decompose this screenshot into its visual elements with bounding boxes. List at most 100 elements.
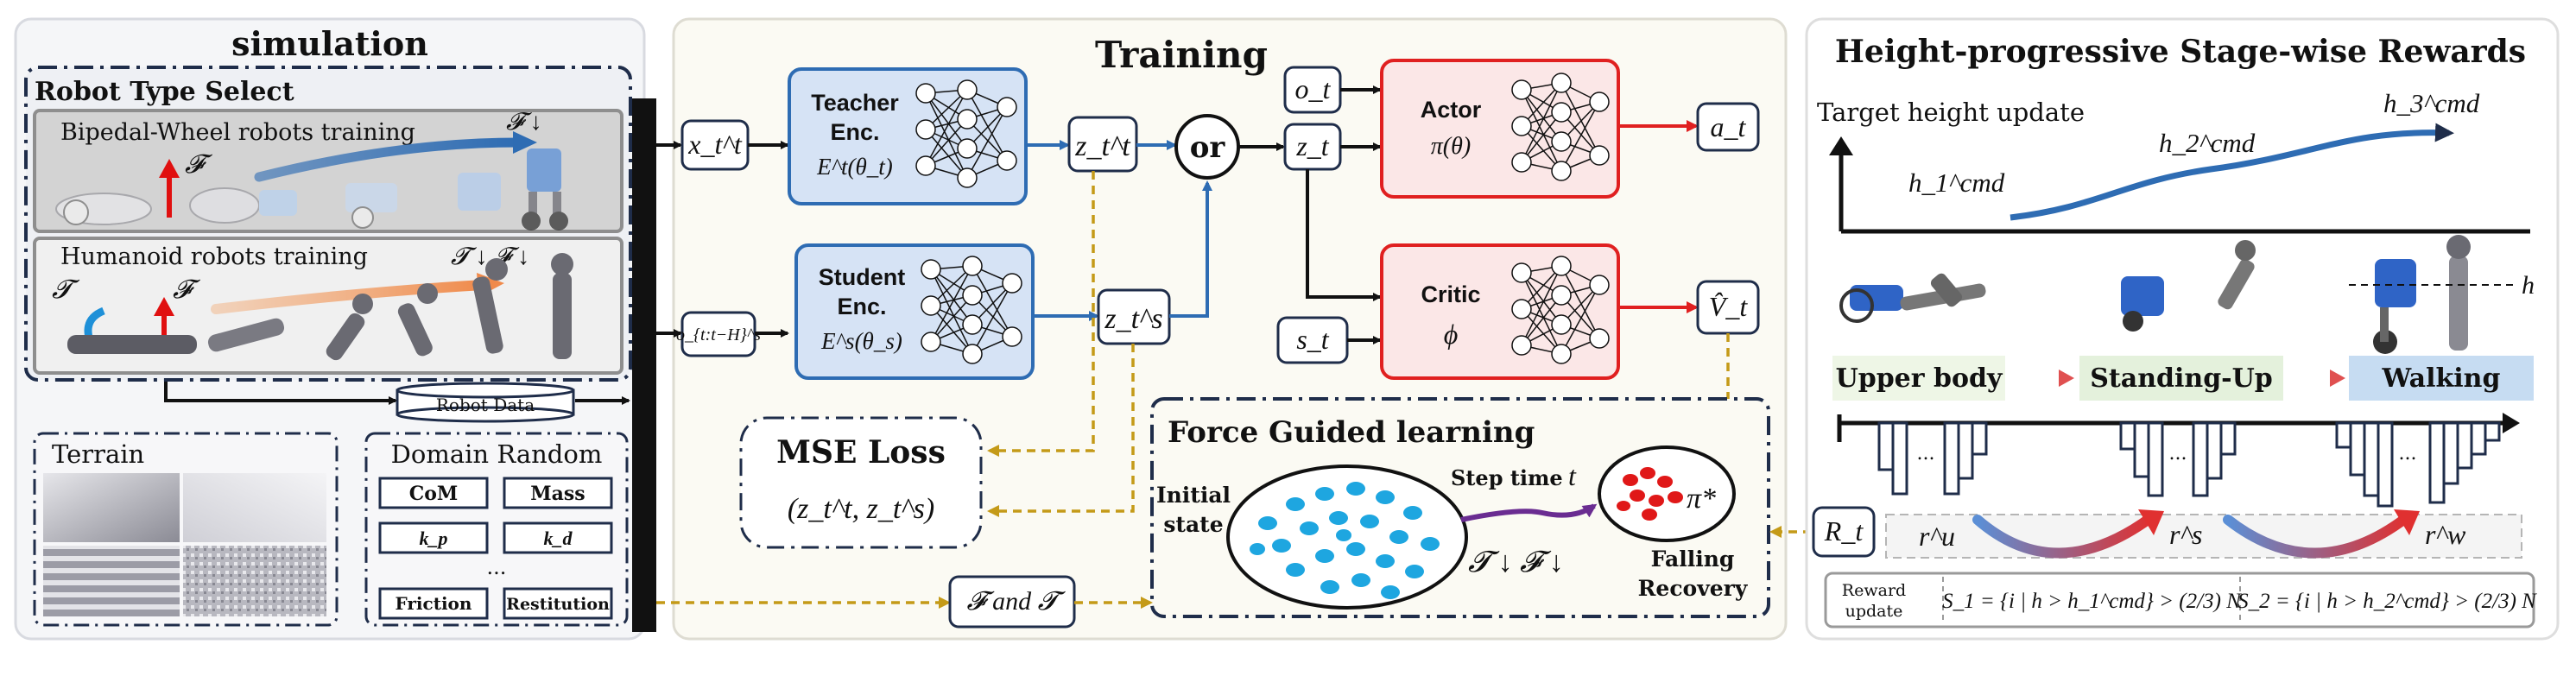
bipedal-progress-arrowhead: [513, 131, 537, 154]
reward-axis-head: [2503, 413, 2520, 433]
domain-random-title: Domain Random: [391, 439, 603, 469]
domain-param-friction: Friction: [378, 587, 489, 620]
terrain-rough-thumb: [183, 546, 326, 616]
actor-title: Actor: [1421, 97, 1482, 123]
reward-upper-label: r^u: [1919, 521, 1955, 552]
reward-transition-1-head: [2138, 509, 2164, 535]
reward-update-box: [1824, 572, 2535, 629]
reward-hist-upper: [1877, 421, 1988, 496]
step-time-label: Step time: [1451, 465, 1563, 490]
height-axis-label: h: [2522, 271, 2535, 300]
student-encoder-param: E^s(θ_s): [820, 328, 902, 354]
svg-text:CoM: CoM: [409, 483, 459, 505]
bipedal-training-label: Bipedal-Wheel robots training: [60, 119, 415, 146]
bipedal-robot-sequence: [55, 148, 568, 231]
teacher-encoder-title: Teacher: [811, 90, 899, 116]
critic-param: ϕ: [1444, 319, 1459, 350]
stage-arrow-1-head: [2059, 370, 2074, 387]
actor-param: π(θ): [1431, 133, 1471, 160]
latent-to-critic-arrow: [1306, 169, 1382, 301]
force-torque-label: 𝓕 and 𝓣: [966, 587, 1066, 616]
optimal-policy-label: π*: [1687, 483, 1716, 515]
domain-param-com: CoM: [378, 477, 489, 509]
domain-param-restitution: Restitution: [503, 587, 613, 620]
humanoid-training-label: Humanoid robots training: [60, 243, 368, 270]
teacher-encoder-subtitle: Enc.: [830, 119, 879, 145]
simulation-title: simulation: [231, 24, 428, 63]
rewards-panel: Height-progressive Stage-wise Rewards Ta…: [1805, 17, 2560, 641]
force-decay-label: 𝓣 ↓ 𝓕 ↓: [1468, 547, 1564, 578]
reward-update-label-1: Reward: [1842, 581, 1906, 600]
reward-transition-2-head: [2394, 509, 2420, 535]
action-node: [1696, 102, 1760, 152]
domain-param-ellipsis: ...: [487, 555, 507, 579]
initial-state-label-1: Initial: [1156, 483, 1231, 508]
step-time-variable: t: [1568, 460, 1577, 491]
recovery-label: Recovery: [1638, 576, 1749, 601]
student-input-label: o_{t:t−H}^s: [676, 325, 761, 344]
h3-label: h_3^cmd: [2383, 88, 2480, 118]
force-guided-title: Force Guided learning: [1168, 415, 1535, 450]
stage-standing-up: Standing-Up: [2090, 363, 2273, 394]
svg-text:k_p: k_p: [420, 528, 448, 549]
reward-hist-walking: [2335, 421, 2501, 508]
student-nn-icon: [921, 256, 1022, 364]
robot-to-data-arrow: [164, 382, 397, 405]
action-label: a_t: [1711, 111, 1747, 142]
teacher-encoder-param: E^t(θ_t): [816, 154, 893, 180]
reward-hist-walking-dots: ...: [2399, 443, 2417, 464]
actor-network: [1380, 59, 1620, 199]
critic-network: [1380, 243, 1620, 380]
bipedal-force-decrease: 𝓕 ↓: [506, 109, 542, 136]
humanoid-robot-sequence: [67, 253, 573, 361]
state-label: s_t: [1296, 324, 1329, 355]
stage-walking: Walking: [2382, 363, 2501, 394]
stage-arrow-2-head: [2330, 370, 2345, 387]
z-teacher-to-mse-arrow: [987, 171, 1095, 457]
or-label: or: [1190, 130, 1226, 165]
bipedal-progress-arrow: [254, 137, 523, 182]
reward-walking-label: r^w: [2425, 519, 2466, 550]
humanoid-progress-arrow: [211, 280, 489, 314]
reward-node: [1812, 506, 1876, 558]
domain-param-kd: k_d: [503, 521, 613, 554]
reward-hist-upper-dots: ...: [1917, 443, 1935, 464]
robot-data-db: Robot Data: [396, 382, 575, 423]
svg-text:Mass: Mass: [530, 483, 585, 505]
humanoid-force-arrowhead: [154, 297, 174, 316]
reward-transition-1: [1972, 513, 2155, 559]
stage-upper-body-bg: [1832, 356, 2005, 401]
teacher-nn-icon: [915, 79, 1017, 188]
bipedal-force-arrowhead: [159, 159, 180, 178]
reward-transition-2: [2223, 513, 2411, 559]
initial-state-label-2: state: [1163, 512, 1223, 537]
simulation-panel: simulation Robot Type Select Bipedal-Whe…: [14, 17, 646, 641]
mse-loss-title: MSE Loss: [776, 434, 946, 471]
h1-label: h_1^cmd: [1908, 167, 2005, 198]
height-curve: [2010, 123, 2454, 221]
actor-nn-icon: [1511, 73, 1610, 181]
reward-update-label-2: update: [1845, 602, 1903, 621]
svg-text:Restitution: Restitution: [506, 595, 610, 614]
terrain-flat-thumb: [43, 473, 180, 542]
mse-loss-box: [739, 416, 983, 549]
svg-text:Friction: Friction: [396, 593, 472, 614]
training-title: Training: [1095, 34, 1268, 76]
h2-label: h_2^cmd: [2159, 128, 2256, 158]
student-encoder-title: Student: [819, 264, 906, 290]
latent-label: z_t: [1295, 130, 1329, 161]
height-y-axis-head: [1829, 136, 1853, 155]
training-panel: Training x_t^t o_{t:t−H}^s Teacher Enc. …: [656, 17, 1812, 641]
target-height-label: Target height update: [1817, 98, 2085, 127]
value-label: V̂_t: [1709, 291, 1749, 322]
step-time-arrow: [1460, 503, 1598, 522]
stage2-condition: S_2 = {i | h > h_2^cmd} > (2/3) N: [2237, 590, 2537, 613]
stage-standing-up-bg: [2079, 356, 2283, 401]
obs-label: o_t: [1295, 73, 1332, 104]
z-student-to-or-arrow: [1169, 180, 1212, 318]
critic-title: Critic: [1421, 281, 1480, 307]
teacher-latent-label: z_t^t: [1074, 130, 1131, 162]
terrain-slope-thumb: [183, 473, 326, 542]
stage-walking-bg: [2349, 356, 2534, 401]
